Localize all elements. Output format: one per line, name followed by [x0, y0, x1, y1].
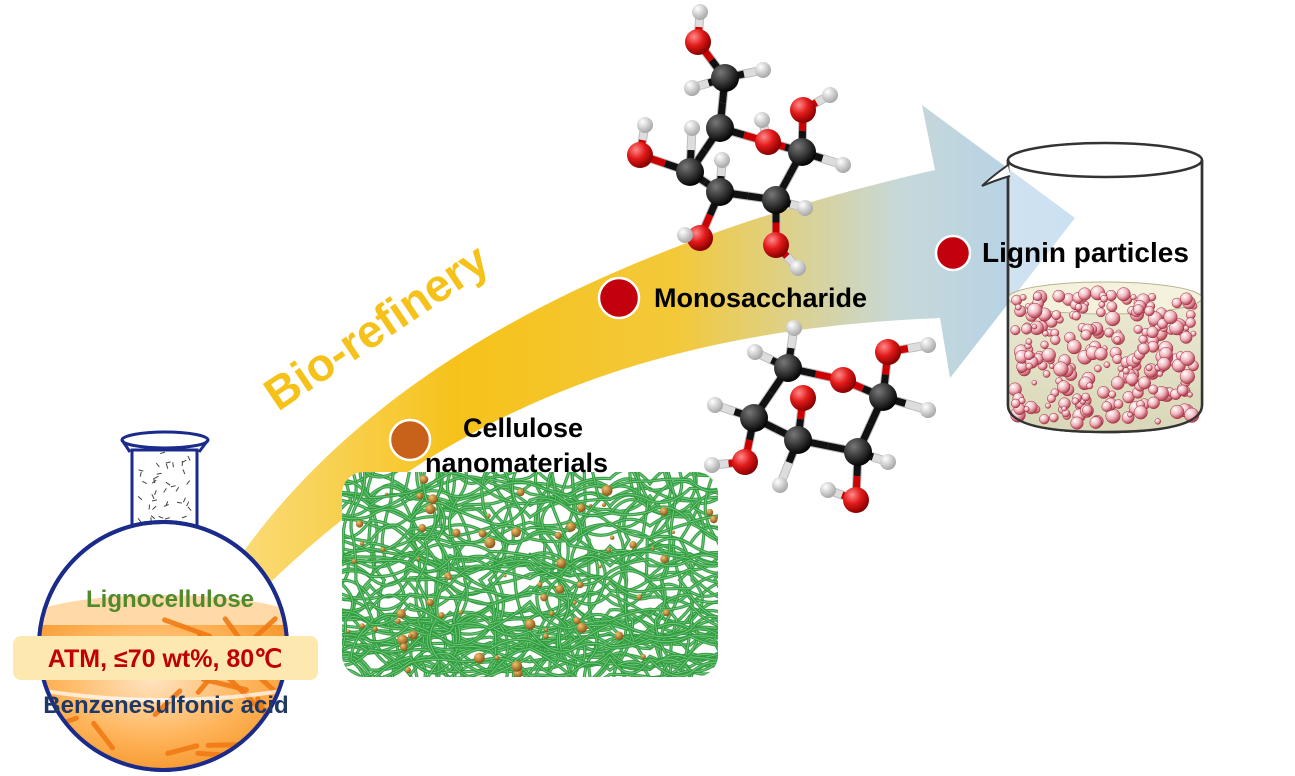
- beaker: [981, 141, 1204, 434]
- cellulose-marker: [388, 418, 432, 462]
- glucose-molecule-bottom: [704, 320, 936, 513]
- monosaccharide-label: Monosaccharide: [654, 283, 867, 313]
- lignin-particles: [1008, 285, 1200, 430]
- lignocellulose-label: Lignocellulose: [86, 586, 254, 613]
- conditions-label: ATM, ≤70 wt%, 80℃: [48, 645, 282, 673]
- conditions-badge: [13, 636, 318, 680]
- cellulose-label-line2: nanomaterials: [425, 448, 608, 478]
- biorefinery-arrow: [190, 105, 1075, 650]
- neck-filter: [137, 451, 192, 528]
- cellulose-nanomaterials-image: [342, 472, 718, 677]
- glucose-molecule-top: [627, 4, 851, 276]
- lignin-label: Lignin particles: [982, 237, 1189, 268]
- monosaccharide-marker: [597, 276, 641, 320]
- lignin-marker: [934, 234, 972, 272]
- solvent-label: Benzenesulfonic acid: [43, 692, 288, 719]
- cellulose-label-line1: Cellulose: [463, 413, 583, 443]
